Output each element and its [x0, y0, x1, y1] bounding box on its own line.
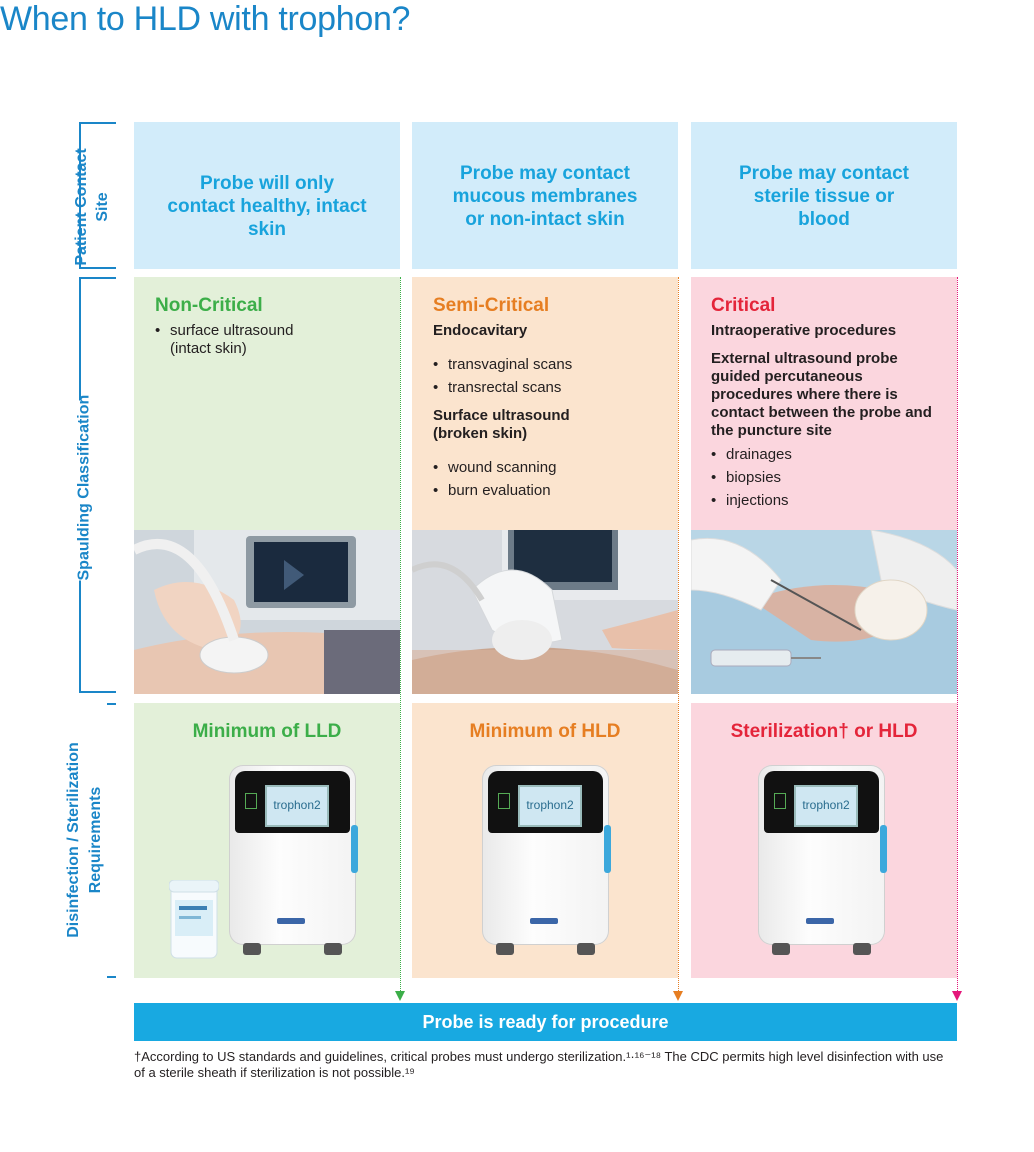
rail-bracket-patient — [79, 122, 81, 269]
bullet-3-3: injections — [711, 492, 788, 510]
photo-surface-ultrasound — [134, 530, 400, 694]
bullet-2-3: wound scanning — [433, 459, 556, 477]
device-screen-label: trophon2 — [794, 785, 858, 827]
requirement-cell-2: Minimum of HLD trophon2 — [412, 703, 678, 978]
bullet-2-1: transvaginal scans — [433, 356, 572, 374]
contact-text-1: Probe will only contact healthy, intact … — [167, 173, 367, 240]
contact-cell-3: Probe may contact sterile tissue or bloo… — [691, 122, 957, 269]
bullet-3-2: biopsies — [711, 469, 781, 487]
flow-line-green — [400, 277, 401, 991]
bullet-2-2: transrectal scans — [433, 379, 561, 397]
contact-text-3: Probe may contact sterile tissue or bloo… — [739, 163, 909, 230]
rail-label-spaulding: Spaulding Classification — [73, 394, 95, 581]
subhead-3-1: Intraoperative procedures — [711, 322, 897, 339]
flow-line-pink — [957, 277, 958, 991]
requirement-cell-1: Minimum of LLD trophon2 — [134, 703, 400, 978]
photo-guided-procedure — [691, 530, 957, 694]
device-icon — [498, 793, 510, 809]
trophon-device-2: trophon2 — [482, 765, 611, 955]
rail-label-patient-contact: Patient Contact Site — [73, 148, 111, 266]
requirement-1: Minimum of LLD — [192, 721, 342, 742]
trophon-device-3: trophon2 — [758, 765, 887, 955]
device-screen-label: trophon2 — [265, 785, 329, 827]
bullet-2-4: burn evaluation — [433, 482, 551, 500]
photo-gloved-probe — [412, 530, 678, 694]
class-cell-1: Non-Critical surface ultrasound (intact … — [134, 277, 400, 530]
subhead-2-1: Endocavitary — [433, 322, 528, 339]
subhead-3-2: External ultrasound probe guided percuta… — [711, 350, 932, 439]
device-icon — [774, 793, 786, 809]
contact-cell-2: Probe may contact mucous membranes or no… — [412, 122, 678, 269]
requirement-2: Minimum of HLD — [469, 721, 621, 742]
contact-text-2: Probe may contact mucous membranes or no… — [452, 163, 638, 230]
class-cell-2: Semi-Critical Endocavitary transvaginal … — [412, 277, 678, 530]
contact-cell-1: Probe will only contact healthy, intact … — [134, 122, 400, 269]
page-title: When to HLD with trophon? — [0, 0, 411, 38]
flow-arrow-pink — [952, 991, 962, 1001]
requirement-cell-3: Sterilization† or HLD trophon2 — [691, 703, 957, 978]
device-screen-label: trophon2 — [518, 785, 582, 827]
flow-line-orange — [678, 277, 679, 991]
flow-arrow-orange — [673, 991, 683, 1001]
footnote: †According to US standards and guideline… — [134, 1049, 944, 1080]
ready-banner: Probe is ready for procedure — [134, 1003, 957, 1041]
class-name-1: Non-Critical — [155, 295, 263, 316]
class-name-3: Critical — [711, 295, 776, 316]
bullet-1-1: surface ultrasound (intact skin) — [155, 322, 320, 358]
flow-arrow-green — [395, 991, 405, 1001]
rail-label-disinfection: Disinfection / Sterilization Requirement… — [63, 700, 107, 980]
bullet-3-1: drainages — [711, 446, 792, 464]
requirement-3: Sterilization† or HLD — [730, 721, 918, 742]
wipes-canister-image — [168, 879, 220, 960]
class-name-2: Semi-Critical — [433, 295, 550, 316]
trophon-device-1: trophon2 — [229, 765, 358, 955]
device-icon — [245, 793, 257, 809]
subhead-2-2: Surface ultrasound (broken skin) — [433, 407, 570, 442]
class-cell-3: Critical Intraoperative procedures Exter… — [691, 277, 957, 530]
